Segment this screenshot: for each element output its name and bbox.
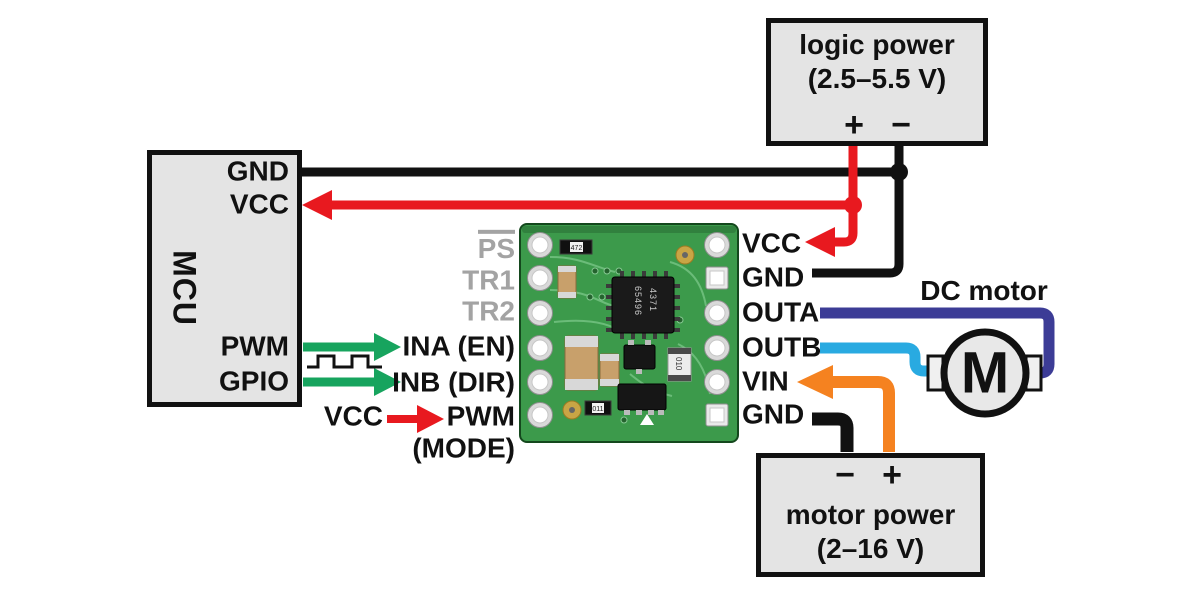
dc-motor-symbol: M — [926, 328, 1043, 418]
mcu-pin-pwm: PWM — [220, 330, 289, 362]
board-pin-tr2: TR2 — [462, 295, 515, 327]
mcu-box: MCU GND VCC PWM GPIO — [147, 150, 302, 407]
component-marking: 011 — [592, 406, 603, 413]
pcb-pads-left — [527, 232, 553, 428]
board-pin-mode: (MODE) — [412, 432, 515, 464]
wire-vcc-board — [833, 146, 858, 247]
pcb-edge-shade — [522, 226, 736, 233]
arrowhead-inb — [374, 368, 401, 396]
wire-gnd-logic — [812, 146, 904, 278]
mcu-pin-vcc: VCC — [229, 188, 289, 220]
board-pin-outa: OUTA — [742, 296, 820, 328]
driver-board-pcb: 65496 4371 472 — [519, 223, 739, 443]
motor-body — [940, 328, 1030, 418]
gold-pad-center — [682, 252, 688, 258]
logic-power-plus-terminal: + — [844, 106, 864, 144]
arrowhead-vin — [797, 365, 833, 399]
board-pin-gnd2: GND — [742, 398, 805, 430]
mcu-label: MCU — [166, 250, 203, 326]
board-pin-vcc: VCC — [742, 227, 802, 259]
logic-power-range: (2.5–5.5 V) — [807, 63, 947, 94]
motor-power-title: motor power — [785, 499, 956, 530]
board-pin-ps-label: PS — [477, 229, 515, 263]
wire-outb-motor — [820, 342, 934, 377]
chip-marking-line2: 4371 — [648, 288, 658, 312]
board-pin-gnd: GND — [742, 261, 805, 293]
pcb-pads-right — [704, 232, 730, 427]
component-marking: 472 — [571, 245, 583, 252]
board-pin-outb: OUTB — [742, 331, 822, 363]
motor-symbol-letter: M — [961, 341, 1009, 406]
motor-power-range: (2–16 V) — [816, 533, 925, 564]
pcb-components: 472 010 — [557, 239, 692, 425]
board-pin-ina: INA (EN) — [402, 330, 515, 362]
board-pin-pwm: PWM — [446, 400, 515, 432]
board-pin-inb: INB (DIR) — [392, 366, 515, 398]
arrowhead-ina — [374, 333, 401, 361]
board-pin-ps: PS — [477, 229, 515, 263]
gold-pad-center — [569, 407, 575, 413]
wire-vin-motorpower — [831, 376, 895, 452]
motor-power-minus-terminal: − — [835, 456, 855, 494]
pwm-waveform-icon — [307, 354, 382, 369]
silkscreen-triangle — [640, 414, 654, 425]
dc-motor-label: DC motor — [920, 275, 1048, 306]
motor-power-box: − + motor power (2–16 V) — [756, 453, 985, 577]
mcu-pin-gpio: GPIO — [218, 365, 289, 397]
arrowhead-vcc-mcu — [302, 190, 332, 220]
wire-gnd-motorpower — [812, 412, 854, 452]
logic-power-minus-terminal: − — [891, 106, 911, 144]
mode-source-vcc-label: VCC — [323, 400, 383, 432]
wire-outa-motor — [820, 307, 1055, 379]
junction-dot-vcc — [844, 196, 862, 214]
chip-marking-line1: 65496 — [633, 286, 643, 316]
logic-power-title: logic power — [799, 29, 955, 60]
board-pin-vin: VIN — [742, 365, 789, 397]
component-marking: 010 — [674, 357, 683, 371]
driver-chip: 65496 4371 — [606, 271, 680, 339]
mcu-pin-gnd: GND — [226, 155, 289, 187]
arrowhead-vcc-board — [805, 227, 835, 257]
board-pin-tr1: TR1 — [462, 264, 515, 296]
motor-power-plus-terminal: + — [882, 456, 902, 494]
junction-dot-gnd — [890, 163, 908, 181]
arrowhead-mode — [417, 405, 444, 433]
logic-power-box: logic power (2.5–5.5 V) + − — [766, 18, 988, 146]
